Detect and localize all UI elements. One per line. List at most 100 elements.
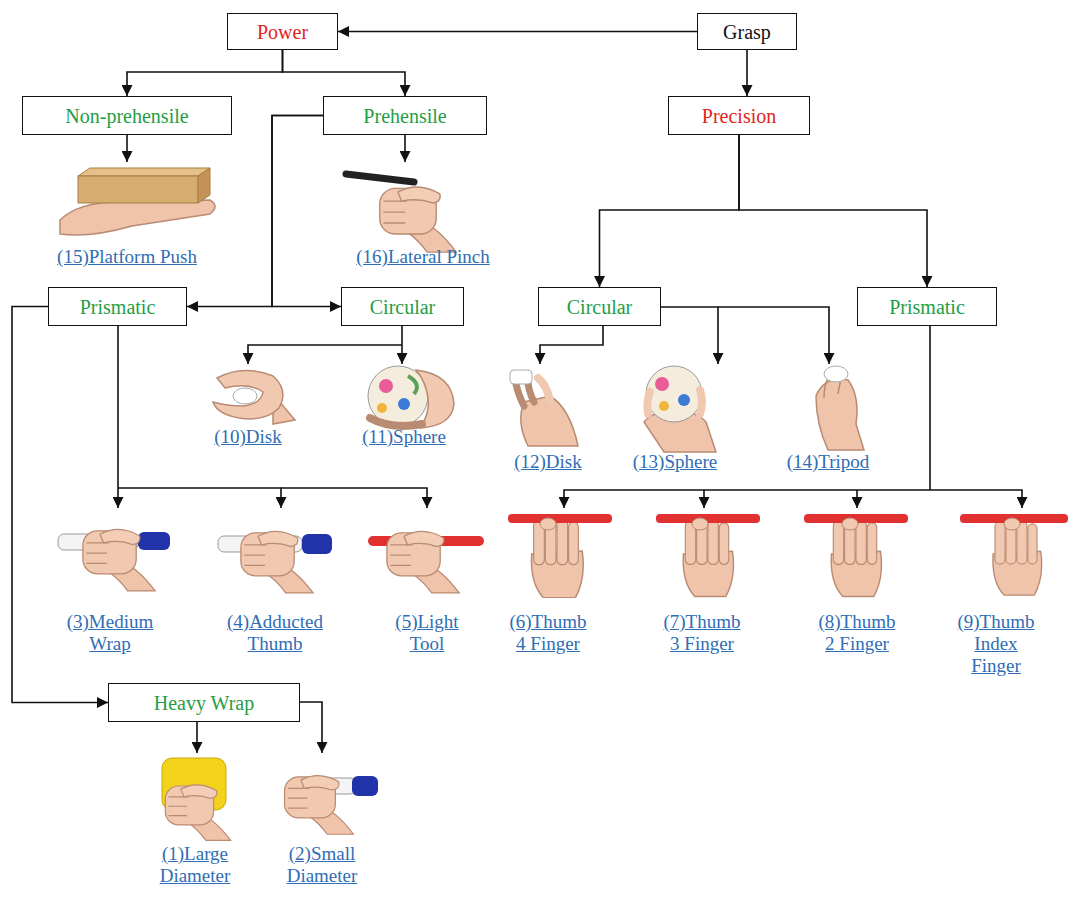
hand-photo	[508, 514, 612, 598]
category-box: Grasp	[697, 13, 797, 50]
grasp-label: (10)Disk	[214, 426, 282, 448]
hand-photo-part	[510, 370, 532, 384]
hand-photo	[510, 370, 578, 446]
hand-photo-part	[647, 390, 702, 414]
connector-arrow	[600, 135, 740, 287]
hand-photo	[804, 514, 908, 596]
hand-photo-part	[233, 388, 257, 404]
hand-photo-part	[842, 518, 858, 530]
hand-photo-part	[138, 532, 170, 550]
hand-photo-part	[83, 529, 155, 591]
grasp-label: (14)Tripod	[787, 451, 870, 473]
hand-photo	[162, 758, 231, 840]
hand-photo-part	[993, 520, 1042, 595]
category-box: Circular	[341, 287, 464, 326]
branch-arrows-part	[281, 488, 427, 508]
hand-photo-part	[656, 514, 760, 523]
hand-photo-part	[78, 168, 210, 176]
hand-photo-part	[408, 376, 417, 394]
grasp-label: (7)Thumb 3 Finger	[659, 611, 745, 655]
hand-photo-part	[416, 370, 454, 428]
hand-photo-part	[285, 776, 354, 835]
category-box: Precision	[668, 96, 810, 135]
hand-photo-part	[1004, 518, 1020, 530]
hand-photo-part	[508, 514, 612, 523]
hand-photo-part	[60, 200, 215, 235]
hand-photo-part	[655, 377, 669, 391]
branch-arrows-part	[126, 135, 128, 162]
box-title: Prehensile	[363, 104, 446, 128]
box-title: Circular	[567, 295, 633, 319]
hand-photo-part	[659, 401, 669, 411]
hand-photo-part	[646, 366, 702, 422]
grasp-label: (11)Sphere	[362, 426, 446, 448]
hand-photo-part	[370, 418, 422, 426]
branch-arrows-part	[248, 345, 402, 364]
grasp-label: (13)Sphere	[633, 451, 717, 473]
branch-arrows-part	[540, 326, 603, 364]
branch-arrows-part	[929, 326, 931, 490]
category-box: Prehensile	[323, 96, 487, 135]
connector-arrow	[187, 116, 323, 307]
hand-photo-part	[387, 531, 459, 593]
grasp-label: (8)Thumb 2 Finger	[814, 611, 900, 655]
connector-arrow	[283, 50, 406, 96]
box-title: Non-prehensile	[65, 104, 188, 128]
hand-photo-part	[538, 378, 550, 400]
grasp-label: (5)Light Tool	[382, 611, 472, 655]
box-title: Grasp	[723, 20, 771, 44]
hand-photo-part	[379, 379, 393, 393]
connector-arrow	[127, 50, 283, 96]
branch-arrows-part	[118, 488, 281, 508]
box-title: Precision	[702, 104, 776, 128]
grasp-label: (9)Thumb Index Finger	[955, 611, 1037, 677]
hand-photo	[60, 168, 215, 235]
grasp-label: (16)Lateral Pinch	[356, 246, 489, 268]
branch-arrows-part	[404, 135, 406, 162]
branch-arrows-part	[856, 490, 858, 508]
connector-arrow	[272, 116, 341, 307]
category-box: Power	[227, 13, 338, 50]
grasp-label: (3)Medium Wrap	[63, 611, 158, 655]
hand-photo-part	[302, 534, 332, 554]
connector-arrow	[746, 50, 748, 96]
branch-arrows-part	[703, 490, 705, 508]
hand-photo	[346, 174, 456, 252]
branch-arrows-part	[718, 307, 829, 364]
hand-photo-part	[346, 174, 414, 182]
hand-photo	[58, 529, 170, 591]
hand-photo-part	[531, 518, 583, 598]
category-box: Circular	[538, 287, 661, 326]
hand-photo-part	[241, 531, 313, 593]
category-box: Prismatic	[48, 287, 187, 326]
connector-arrow	[338, 31, 697, 33]
branch-arrows-part	[564, 490, 930, 508]
hand-photo-part	[398, 398, 410, 410]
box-title: Prismatic	[80, 295, 156, 319]
hand-photo-part	[824, 366, 848, 382]
grasp-label: (1)Large Diameter	[149, 843, 241, 887]
branch-arrows	[118, 135, 1022, 753]
branch-arrows-part	[117, 326, 119, 508]
branch-arrows-part	[661, 307, 718, 364]
hand-photo-part	[165, 785, 230, 841]
hand-photo-part	[678, 394, 690, 406]
hand-photo-part	[377, 403, 387, 413]
hand-photo	[656, 514, 760, 596]
box-title: Power	[257, 20, 308, 44]
hand-photo-part	[198, 168, 210, 203]
grasp-label: (12)Disk	[514, 451, 582, 473]
box-title: Circular	[370, 295, 436, 319]
branch-arrows-part	[196, 722, 198, 753]
hand-photo-part	[816, 379, 864, 450]
grasp-label: (6)Thumb 4 Finger	[505, 611, 591, 655]
grasp-label: (4)Adducted Thumb	[219, 611, 331, 655]
hand-photo-part	[540, 518, 556, 530]
grasp-label: (15)Platform Push	[57, 246, 197, 268]
branch-arrows-part	[930, 490, 1022, 508]
hand-photo-part	[213, 370, 283, 418]
hand-photo-part	[352, 776, 378, 796]
hand-photo-part	[692, 518, 708, 530]
hand-photo	[213, 370, 295, 424]
